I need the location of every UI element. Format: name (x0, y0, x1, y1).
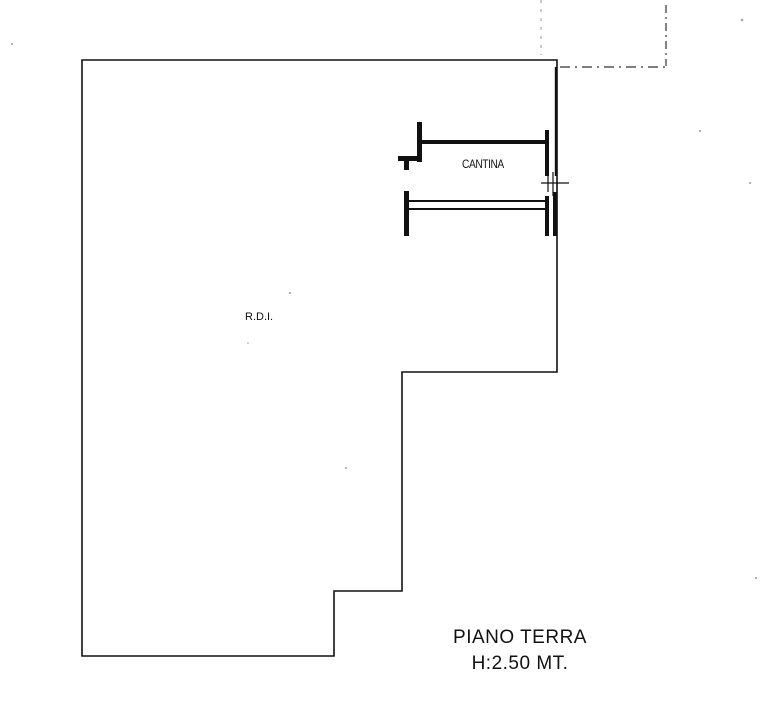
room-label-rdi: R.D.I. (245, 311, 274, 323)
floor-title: PIANO TERRA H:2.50 MT. (420, 625, 620, 676)
cantina-top-wall (420, 140, 546, 144)
scan-noise (11, 18, 757, 579)
cantina-bottom-left-post (404, 191, 409, 236)
floor-name: PIANO TERRA (453, 627, 587, 648)
floor-height: H:2.50 MT. (471, 652, 569, 674)
room-label-cantina: CANTINA (462, 157, 504, 171)
cantina-right-post-outer (553, 192, 557, 236)
cantina-left-jamb-lower (404, 158, 409, 170)
cantina-left-jamb-upper (417, 122, 422, 162)
cantina-bottom-right-post (545, 196, 549, 236)
cantina-right-wall-inner (545, 130, 549, 176)
outer-perimeter-wall (81, 59, 558, 657)
